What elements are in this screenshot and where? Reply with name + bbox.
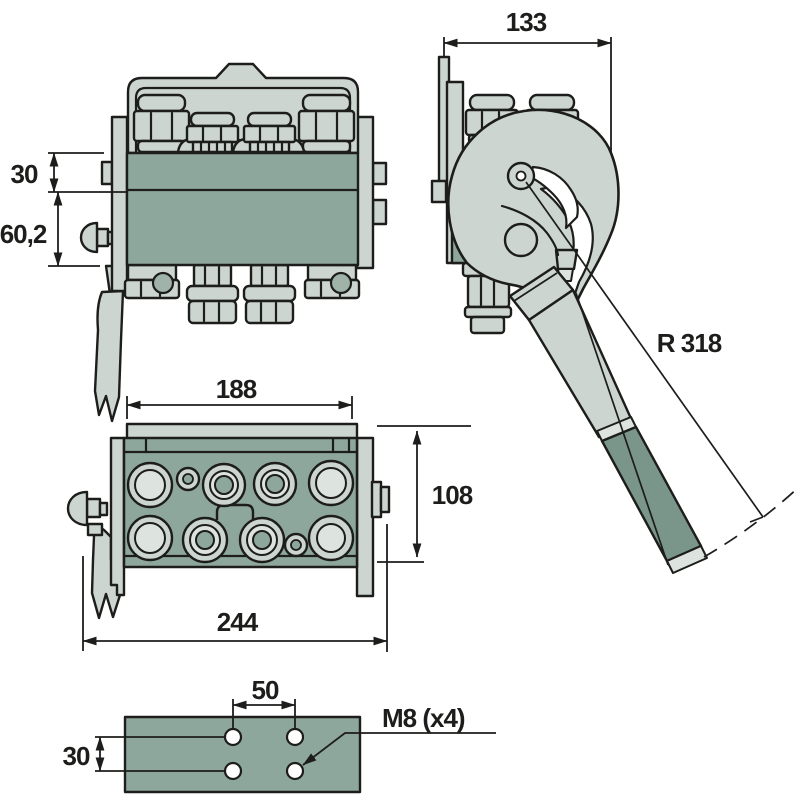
- latch-slot: [528, 165, 579, 230]
- port: [307, 514, 355, 562]
- bottom-fitting-right: [303, 263, 361, 300]
- top-view: 188: [66, 374, 474, 652]
- front-view: [79, 62, 388, 423]
- side-knob-front: [79, 221, 117, 254]
- radius-line-left: [575, 292, 669, 566]
- right-rail-front: [355, 115, 375, 270]
- mounting-plate-view: 30 50 M8 (x4): [63, 675, 496, 794]
- mounting-hole: [223, 761, 243, 781]
- port: [201, 462, 247, 508]
- dim-label-30-plate: 30: [63, 741, 90, 771]
- bottom-fitting-mid-right: [242, 263, 297, 325]
- right-tab-lower: [371, 198, 388, 226]
- handle-grip: [600, 425, 703, 563]
- lever-handle: [508, 265, 708, 574]
- dim-label-133: 133: [506, 7, 547, 37]
- mounting-plate: [123, 715, 362, 794]
- pilot-port: [283, 532, 309, 558]
- hex-nut-outer-right: [297, 93, 356, 154]
- valve-body-front: [125, 151, 360, 267]
- port: [126, 461, 174, 509]
- radius-line-right: [525, 181, 764, 518]
- mounting-hole: [285, 761, 305, 781]
- body-hump-contour: [500, 204, 560, 257]
- dim-label-60-2: 60,2: [0, 219, 47, 249]
- radius-line-tick: [749, 516, 764, 523]
- latch-finger-tab: [554, 248, 579, 271]
- port-array: [126, 459, 355, 564]
- pivot-pin-center: [515, 170, 527, 182]
- right-stub: [370, 480, 391, 519]
- port: [126, 514, 174, 562]
- cam-hook: [447, 108, 620, 315]
- right-rail-top: [355, 436, 375, 598]
- bottom-fitting-mid-left: [185, 263, 240, 325]
- hex-nut-mid-right: [242, 111, 297, 154]
- grip-end-cap: [666, 545, 708, 574]
- swing-arc-dashed: [703, 485, 800, 558]
- right-tab-upper: [371, 161, 388, 186]
- thread-label: M8 (x4): [382, 703, 465, 733]
- pilot-port: [175, 466, 201, 492]
- front-dimensions: 30 60,2: [0, 152, 127, 267]
- dim-label-50: 50: [252, 675, 279, 705]
- mounting-hole: [285, 727, 305, 747]
- port: [181, 516, 229, 564]
- left-tab: [100, 160, 114, 186]
- thread-leader-line: [302, 732, 496, 766]
- port: [307, 459, 355, 507]
- dim-label-108: 108: [432, 480, 473, 510]
- dim-label-244: 244: [217, 607, 259, 637]
- side-view: 133: [430, 7, 800, 574]
- dim-label-r318: R 318: [657, 328, 722, 358]
- left-rail-front: [110, 115, 129, 293]
- left-rail-top: [109, 436, 126, 597]
- top-housing: [126, 62, 360, 155]
- dim-label-30-front: 30: [11, 159, 38, 189]
- side-knob-top: [66, 490, 109, 537]
- dim-label-188: 188: [216, 374, 257, 404]
- hex-nut-outer-left: [132, 93, 191, 154]
- hex-nut-mid-left: [185, 111, 240, 154]
- cross-pin-boss: [503, 222, 539, 258]
- port: [238, 516, 286, 564]
- bottom-fitting-left: [123, 263, 181, 300]
- port-bridge: [215, 503, 255, 520]
- port: [252, 461, 298, 507]
- mounting-hole: [223, 727, 243, 747]
